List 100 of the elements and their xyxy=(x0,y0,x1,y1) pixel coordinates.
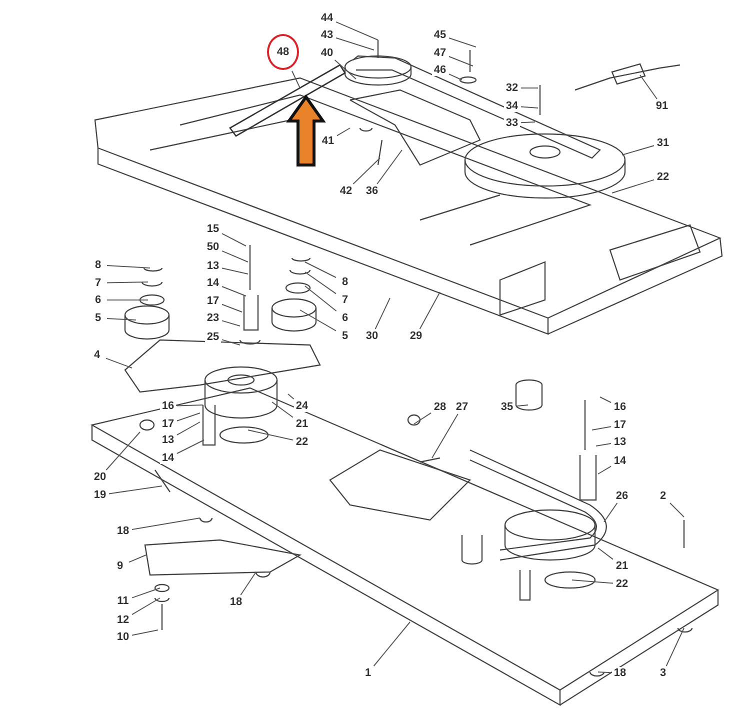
leader-line xyxy=(132,598,160,616)
leader-line xyxy=(132,518,200,530)
callout-number: 46 xyxy=(432,64,448,76)
callout-number: 24 xyxy=(294,400,310,412)
leader-line xyxy=(248,430,294,440)
leader-line xyxy=(640,74,658,100)
leader-line xyxy=(600,396,612,403)
leader-line xyxy=(352,158,380,184)
callout-number: 13 xyxy=(612,436,628,448)
drive-belt xyxy=(228,64,346,137)
callout-number: 47 xyxy=(432,47,448,59)
leader-line xyxy=(272,402,294,418)
leader-line xyxy=(300,310,336,332)
leader-line xyxy=(448,38,476,48)
callout-number: 27 xyxy=(454,401,470,413)
leader-line xyxy=(598,548,614,560)
callout-number: 43 xyxy=(319,29,335,41)
callout-number: 17 xyxy=(160,418,176,430)
leader-line xyxy=(448,56,474,66)
callout-number: 29 xyxy=(408,330,424,342)
callout-number: 12 xyxy=(115,614,131,626)
leader-line xyxy=(622,145,654,156)
leader-line xyxy=(222,233,246,246)
leader-line xyxy=(176,404,204,406)
leader-line xyxy=(222,304,242,312)
leader-line xyxy=(670,502,684,518)
leader-line xyxy=(222,286,246,296)
callout-number: 25 xyxy=(205,331,221,343)
leader-line xyxy=(222,339,240,346)
leader-line xyxy=(292,70,300,88)
leader-line xyxy=(222,250,248,262)
leader-line xyxy=(304,262,336,278)
leader-line xyxy=(106,265,150,268)
leader-line xyxy=(432,414,458,458)
leader-line xyxy=(596,443,612,446)
leader-line xyxy=(176,422,200,436)
callout-number: 34 xyxy=(504,100,520,112)
leader-line xyxy=(336,37,374,50)
leader-line xyxy=(419,292,440,330)
leader-line xyxy=(222,320,240,326)
leader-line xyxy=(516,404,528,407)
leader-line xyxy=(108,486,162,494)
callout-number: 13 xyxy=(160,434,176,446)
leader-line xyxy=(106,358,132,368)
leader-line xyxy=(448,74,462,80)
leader-line xyxy=(592,426,612,430)
leader-line xyxy=(336,128,350,136)
leader-line xyxy=(520,122,536,124)
leader-line xyxy=(572,580,614,584)
callout-number: 16 xyxy=(160,400,176,412)
leader-line xyxy=(106,432,140,470)
callout-number: 10 xyxy=(115,631,131,643)
callout-number: 41 xyxy=(320,135,336,147)
leader-line xyxy=(176,412,200,422)
leader-line xyxy=(598,466,612,474)
leader-line xyxy=(376,150,402,184)
callout-number: 33 xyxy=(504,117,520,129)
callout-number: 21 xyxy=(614,560,630,572)
callout-number: 28 xyxy=(432,401,448,413)
leader-line xyxy=(106,282,148,284)
leader-line xyxy=(222,268,248,274)
callout-number: 13 xyxy=(205,260,221,272)
leader-line xyxy=(666,628,684,666)
leader-line xyxy=(334,60,356,80)
callout-number: 30 xyxy=(364,330,380,342)
leader-line xyxy=(240,572,256,596)
callout-number: 32 xyxy=(504,82,520,94)
callout-number: 18 xyxy=(228,596,244,608)
callout-number: 15 xyxy=(205,223,221,235)
callout-number: 42 xyxy=(338,185,354,197)
callout-number: 23 xyxy=(205,312,221,324)
callout-number: 40 xyxy=(319,47,335,59)
callout-number: 26 xyxy=(614,490,630,502)
callout-number: 22 xyxy=(655,171,671,183)
leader-line xyxy=(304,286,337,312)
callout-number: 18 xyxy=(612,667,628,679)
leader-line xyxy=(176,440,204,454)
callout-number: 20 xyxy=(92,471,108,483)
leader-line xyxy=(612,179,654,194)
leader-line xyxy=(373,622,410,666)
leader-line xyxy=(414,412,432,424)
leader-line xyxy=(604,502,618,522)
callout-number: 36 xyxy=(364,185,380,197)
leader-line xyxy=(304,272,336,294)
callout-number: 91 xyxy=(654,100,670,112)
callout-number: 14 xyxy=(160,452,176,464)
callout-number: 16 xyxy=(612,401,628,413)
callout-number: 21 xyxy=(294,418,310,430)
circled-callout-number: 48 xyxy=(267,34,299,70)
callout-number: 11 xyxy=(115,595,131,607)
callout-number: 17 xyxy=(205,295,221,307)
callout-number: 22 xyxy=(614,578,630,590)
callout-number: 45 xyxy=(432,29,448,41)
leader-line xyxy=(288,394,294,400)
callout-number: 18 xyxy=(115,525,131,537)
callout-number: 50 xyxy=(205,241,221,253)
callout-number: 44 xyxy=(319,12,335,24)
callout-number: 22 xyxy=(294,436,310,448)
leader-line xyxy=(336,21,378,40)
callout-number: 35 xyxy=(499,401,515,413)
